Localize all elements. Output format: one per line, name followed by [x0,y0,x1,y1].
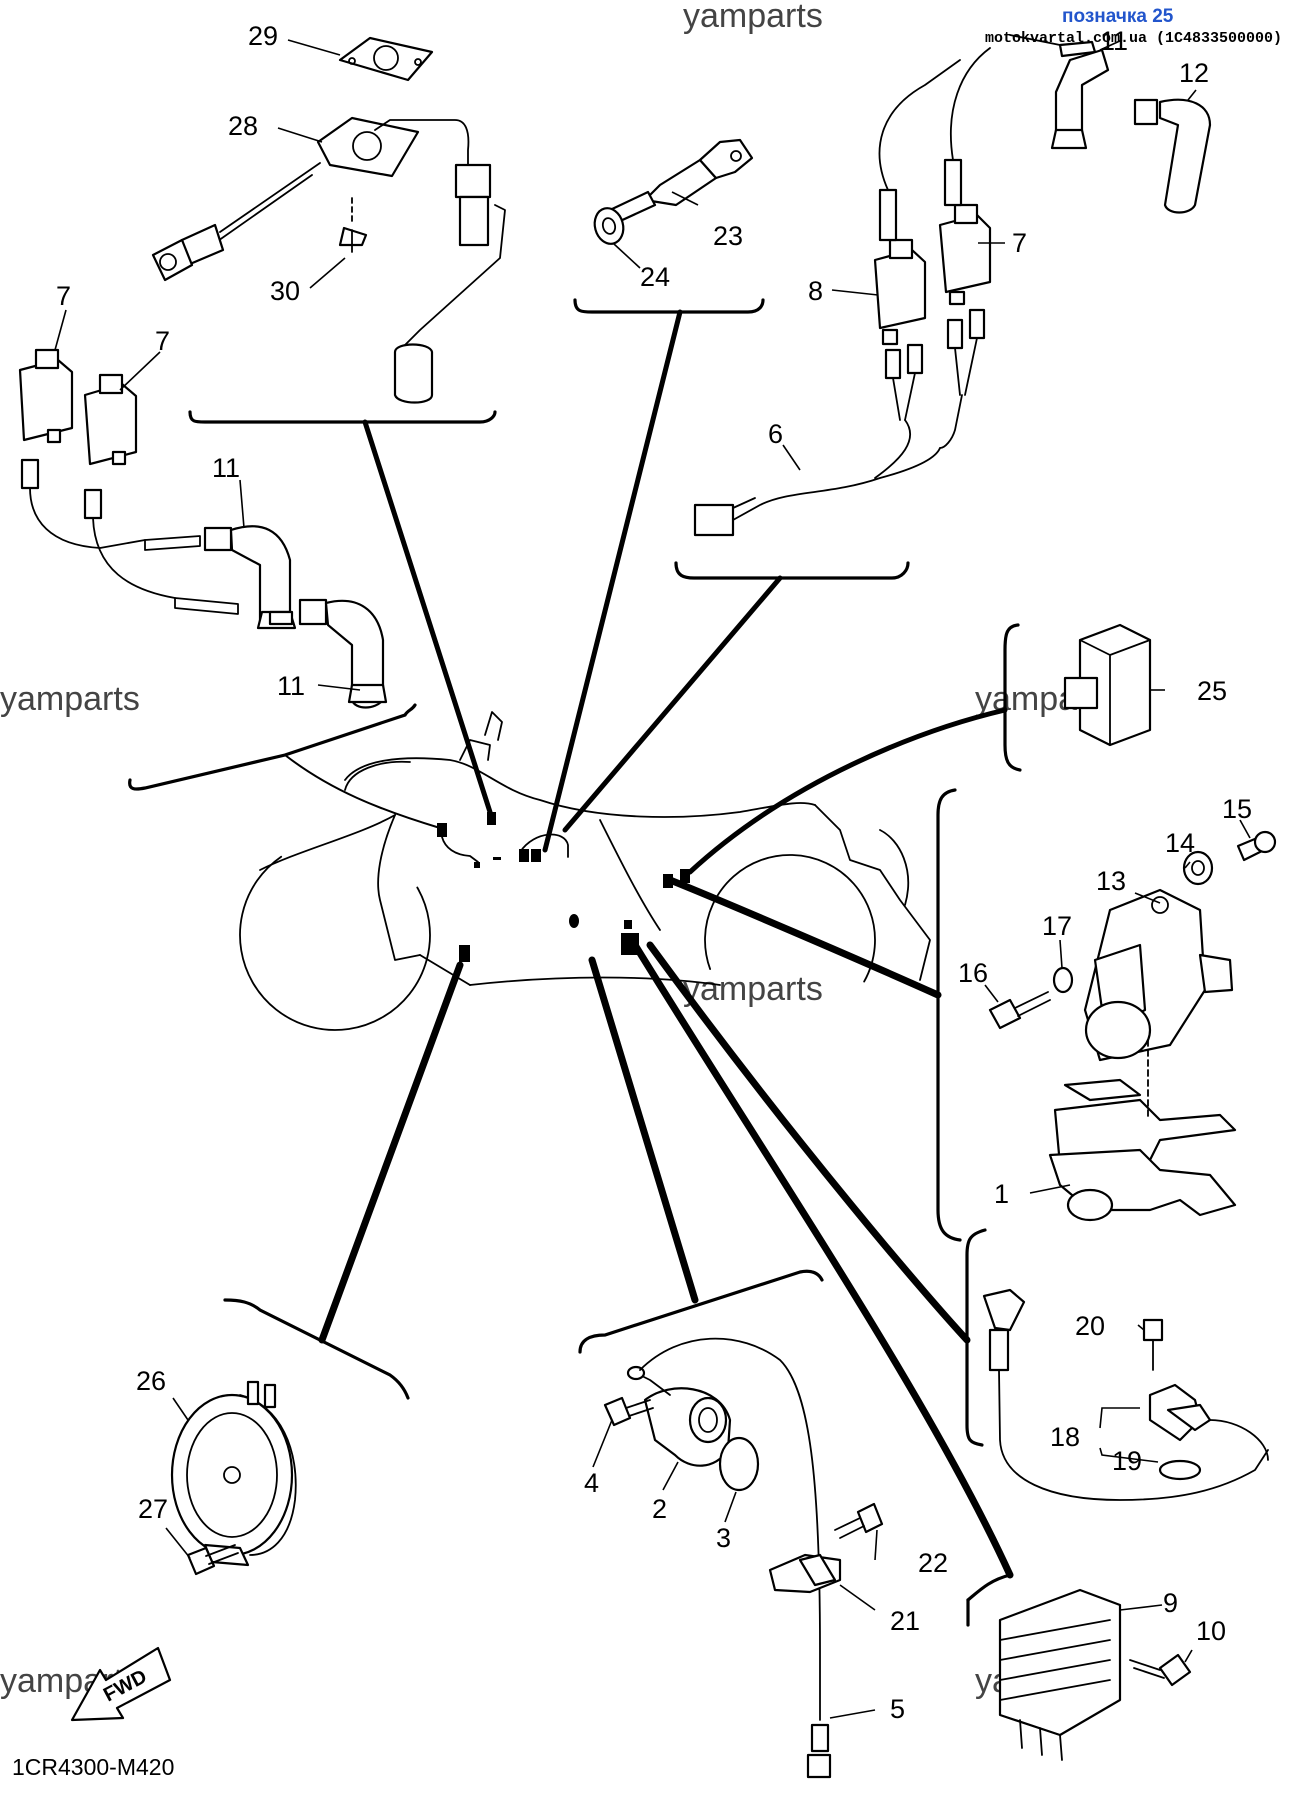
part-26-horn [170,1380,297,1567]
part-22-screw [834,1502,884,1539]
harness-connectors [437,812,690,962]
callout-27: 27 [138,1494,168,1524]
part-2-holder [626,1337,821,1721]
callout-20: 20 [1075,1311,1105,1341]
callout-7-right: 7 [1012,228,1027,258]
motorcycle-outline [239,711,931,1031]
callout-24: 24 [640,262,670,292]
callout-15: 15 [1222,794,1252,824]
part-4-screw [603,1396,654,1427]
callout-13: 13 [1096,866,1126,896]
watermark-center: yamparts [683,970,823,1008]
callout-18: 18 [1050,1422,1080,1452]
callout-2: 2 [652,1494,667,1524]
callout-7-left-b: 7 [155,326,170,356]
part-25-relay [1063,623,1152,747]
callout-7-left-a: 7 [56,281,71,311]
callout-4: 4 [584,1468,599,1498]
part-8-ignition-coil [873,59,961,346]
callout-labels: 29 28 30 7 7 11 11 23 24 8 7 11 12 6 25 … [56,21,1252,1724]
watermark-left: yamparts [0,680,140,718]
part-27-bolt [186,1544,239,1576]
callout-12: 12 [1179,58,1209,88]
part-17-washer [1052,966,1074,994]
part-30-screw [338,197,368,253]
part-12-spark-plug-cap [1133,98,1212,214]
callout-11-right: 11 [1100,26,1128,56]
callout-17: 17 [1042,911,1072,941]
callout-8: 8 [808,276,823,306]
callout-11-upper: 11 [212,453,240,483]
callout-1: 1 [994,1179,1009,1209]
callout-28: 28 [228,111,258,141]
part-16-bolt [988,991,1051,1030]
part-15-screw [1236,830,1277,862]
callout-23: 23 [713,221,743,251]
callout-14: 14 [1165,828,1195,858]
callout-26: 26 [136,1366,166,1396]
part-20-screw [1142,1318,1164,1371]
part-18-speed-sensor [982,1288,1269,1501]
callout-leaders [54,39,1251,1719]
part-3-o-ring [718,1436,760,1492]
part-28-fuel-sender [151,116,506,404]
callout-6: 6 [768,419,783,449]
callout-16: 16 [958,958,988,988]
group-leaders [128,298,1022,1627]
part-24-washer [593,207,625,245]
callout-9: 9 [1163,1588,1178,1618]
part-19-o-ring [1158,1459,1202,1481]
part-10-bolt [1129,1653,1192,1687]
part-13-sensor-assembly [1083,888,1234,1062]
part-7-ignition-coil-left-a [18,348,146,549]
part-5-sensor-lead [806,1723,832,1779]
callout-10: 10 [1196,1616,1226,1646]
callout-21: 21 [890,1606,920,1636]
header-site-code: motokvartal.com.ua (1C4833500000) [985,30,1282,47]
part-23-sensor [608,138,754,224]
callout-3: 3 [716,1523,731,1553]
part-14-grommet [1182,850,1214,886]
part-9-rectifier [998,1588,1122,1761]
callout-11-lower: 11 [277,671,305,701]
part-1-pad [1048,1039,1237,1222]
callout-30: 30 [270,276,300,306]
part-7-ignition-coil-right [938,47,992,306]
part-29-gasket [338,36,434,82]
callout-25: 25 [1197,676,1227,706]
diagram-code: 1CR4300-M420 [12,1754,174,1780]
part-6-lead-wire [693,308,986,537]
part-11-spark-plug-cap-right [1009,34,1110,150]
watermark-top: yamparts [683,0,823,35]
callout-5: 5 [890,1694,905,1724]
callout-29: 29 [248,21,278,51]
part-21-clamp [768,1553,842,1594]
part-7-ignition-coil-left-b [83,373,176,599]
callout-19: 19 [1112,1446,1142,1476]
callout-22: 22 [918,1548,948,1578]
header-label: позначка 25 [1062,6,1174,27]
